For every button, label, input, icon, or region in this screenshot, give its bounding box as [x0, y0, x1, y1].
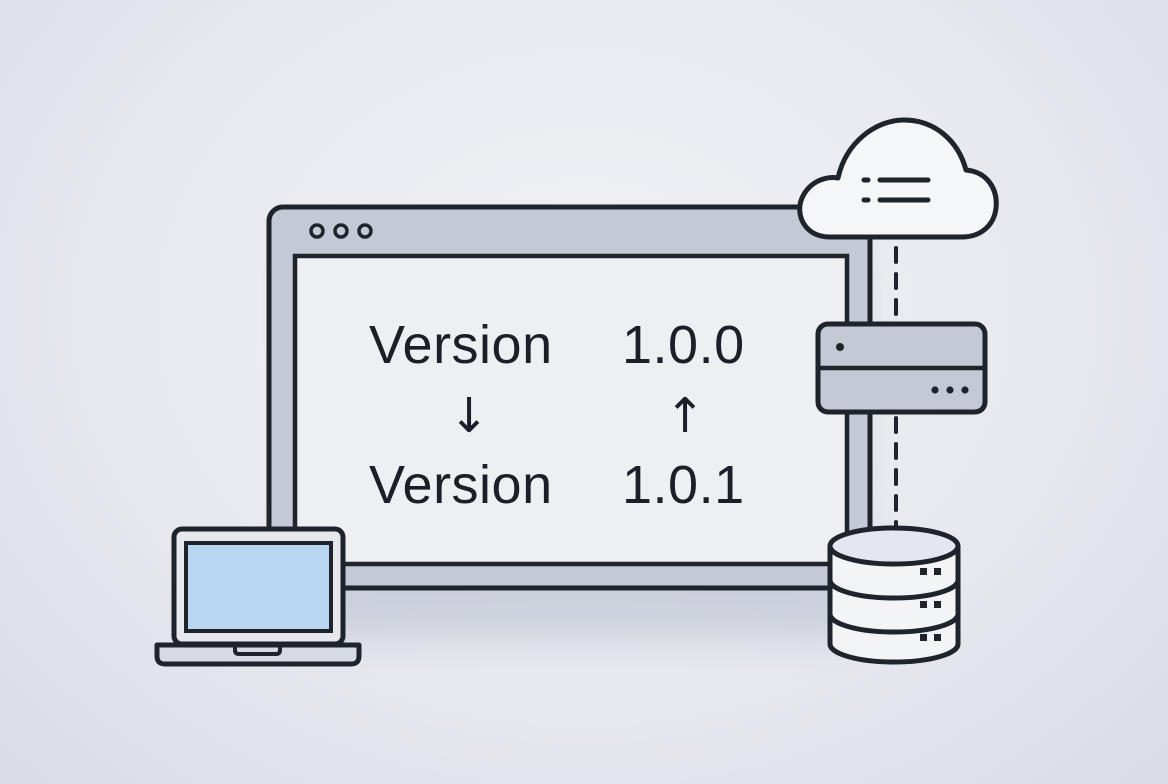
new-version-label: Version — [369, 455, 553, 515]
server-icon — [815, 321, 988, 415]
new-version-number: 1.0.1 — [622, 455, 745, 515]
laptop-icon — [154, 526, 362, 667]
old-version-label: Version — [369, 315, 553, 375]
arrow-down-icon: ↓ — [449, 388, 490, 444]
window-dots-icon — [309, 223, 373, 239]
browser-window-icon — [266, 204, 873, 591]
old-version-number: 1.0.0 — [622, 315, 745, 375]
arrow-up-icon: ↑ — [665, 388, 706, 444]
database-icon — [827, 525, 961, 665]
cloud-icon — [797, 117, 999, 240]
